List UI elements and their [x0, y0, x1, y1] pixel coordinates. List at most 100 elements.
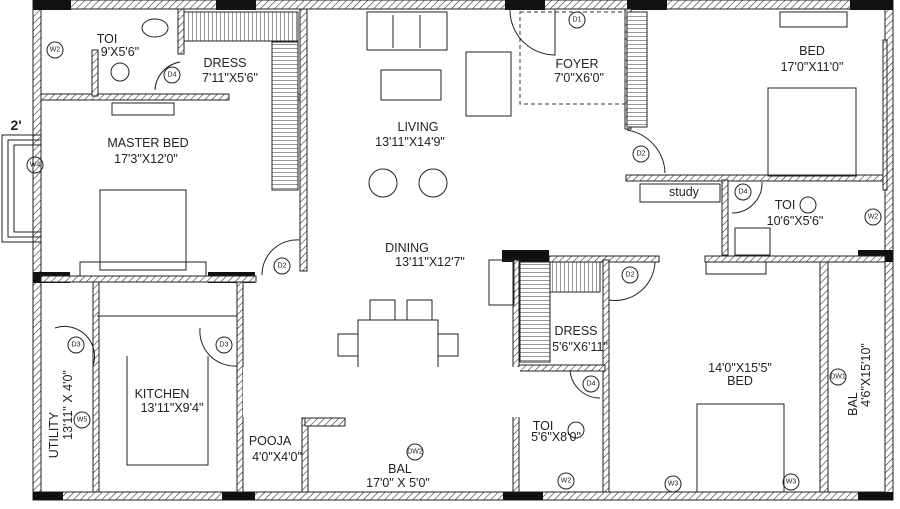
svg-text:D2: D2: [626, 272, 635, 279]
tag-w2: W2: [557, 472, 575, 490]
svg-text:W2: W2: [50, 47, 61, 54]
bal-right-name: BAL: [846, 392, 860, 416]
toi-bed2-name: TOI: [533, 419, 554, 433]
chair: [368, 168, 398, 198]
armchair: [465, 51, 512, 117]
kitchen-name: KITCHEN: [135, 387, 190, 401]
svg-text:W5: W5: [77, 417, 88, 424]
dress-master-name: DRESS: [203, 56, 246, 70]
tag-w2: W2: [46, 41, 64, 59]
sofa: [366, 11, 448, 51]
dress-bed2-size: 5'6"X6'11": [552, 340, 608, 354]
bal-bottom-name: BAL: [388, 462, 412, 476]
tag-d1: D1: [568, 11, 586, 29]
bed-1-name: BED: [799, 44, 825, 58]
bed: [99, 189, 187, 271]
wardrobe: [549, 261, 601, 293]
tag-d2: D2: [621, 266, 639, 284]
svg-text:W3: W3: [668, 481, 679, 488]
dress-master-size: 7'11"X5'6": [202, 71, 258, 85]
toi-master-name: TOI: [97, 32, 118, 46]
toilet: [567, 421, 585, 439]
svg-text:D4: D4: [739, 189, 748, 196]
wardrobe: [626, 11, 648, 128]
study-desk: [639, 183, 721, 203]
svg-text:W3: W3: [786, 479, 797, 486]
tag-w2: W2: [864, 208, 882, 226]
tag-d4: D4: [582, 375, 600, 393]
toi-master-size: 9'X5'6": [101, 45, 139, 59]
pooja-name: POOJA: [249, 434, 292, 448]
living-name: LIVING: [398, 120, 439, 134]
wash-basin: [734, 227, 771, 256]
svg-text:W4: W4: [30, 162, 41, 169]
tag-dw1: DW1: [829, 368, 847, 386]
tag-d4: D4: [163, 66, 181, 84]
left-balcony: 2': [1, 117, 41, 243]
foyer-outline: [519, 11, 626, 105]
furniture: [79, 11, 857, 493]
svg-text:DW2: DW2: [407, 449, 423, 456]
bal-bottom-size: 17'0" X 5'0": [366, 476, 430, 490]
wash-basin: [488, 259, 515, 306]
foyer-size: 7'0"X6'0": [554, 71, 604, 85]
svg-text:D2: D2: [637, 151, 646, 158]
bed: [696, 403, 785, 493]
utility-size: 13'11" X 4'0": [61, 370, 75, 440]
tag-w4: W4: [26, 156, 44, 174]
blank-area: [243, 367, 520, 417]
master-bed-name: MASTER BED: [107, 136, 188, 150]
svg-text:D4: D4: [168, 72, 177, 79]
tag-w3: W3: [664, 475, 682, 493]
dining-name: DINING: [385, 241, 429, 255]
kitchen-counter: [97, 315, 237, 466]
tag-d4: D4: [734, 183, 752, 201]
pooja-size: 4'0"X4'0": [252, 450, 302, 464]
master-bed-size: 17'3"X12'0": [114, 152, 178, 166]
tag-d3: D3: [67, 336, 85, 354]
bal-right-size: 4'6"X15'10": [859, 343, 873, 407]
door-swings: [54, 9, 763, 399]
tag-w3: W3: [782, 473, 800, 491]
wardrobe: [271, 41, 299, 191]
svg-text:D1: D1: [573, 17, 582, 24]
toi-bed1-name: TOI: [775, 198, 796, 212]
utility-name: UTILITY: [47, 411, 61, 458]
dimension-note: 2': [10, 117, 21, 133]
svg-text:W2: W2: [561, 478, 572, 485]
bed: [767, 87, 857, 177]
opening-tags: D1 D2 D2 D2 D3 D3 D4 D4 D4 W2 W2 W2 W4 W…: [26, 11, 882, 493]
bed-2-size: 14'0"X15'5": [708, 361, 772, 375]
study-name: study: [669, 185, 700, 199]
svg-text:D4: D4: [587, 381, 596, 388]
svg-text:D3: D3: [72, 342, 81, 349]
toilet: [799, 196, 817, 214]
foyer-name: FOYER: [555, 57, 598, 71]
outer-walls: [32, 0, 894, 501]
tag-w5: W5: [73, 411, 91, 429]
toi-bed1-size: 10'6"X5'6": [767, 214, 824, 228]
wardrobe: [183, 11, 299, 42]
tag-d2: D2: [632, 145, 650, 163]
wardrobe: [519, 261, 551, 363]
svg-text:W2: W2: [868, 214, 879, 221]
dining-size: 13'11"X12'7": [395, 255, 465, 269]
bed-2-name: BED: [727, 374, 753, 388]
kitchen-size: 13'11"X9'4": [141, 401, 204, 415]
dining-table: [357, 319, 439, 371]
wash-basin: [141, 18, 169, 38]
toilet: [110, 62, 130, 82]
tag-dw2: DW2: [406, 443, 424, 461]
tag-d3: D3: [215, 336, 233, 354]
tag-d2: D2: [273, 257, 291, 275]
living-size: 13'11"X14'9": [375, 135, 445, 149]
svg-text:D3: D3: [220, 342, 229, 349]
chair: [418, 168, 448, 198]
bed-1-size: 17'0"X11'0": [781, 60, 844, 74]
dress-bed2-name: DRESS: [554, 324, 597, 338]
svg-text:D2: D2: [278, 263, 287, 270]
room-labels: TOI 9'X5'6" DRESS 7'11"X5'6" MASTER BED …: [47, 32, 873, 490]
coffee-table: [380, 69, 442, 101]
toi-bed2-size: 5'6"X8'0": [531, 430, 581, 444]
